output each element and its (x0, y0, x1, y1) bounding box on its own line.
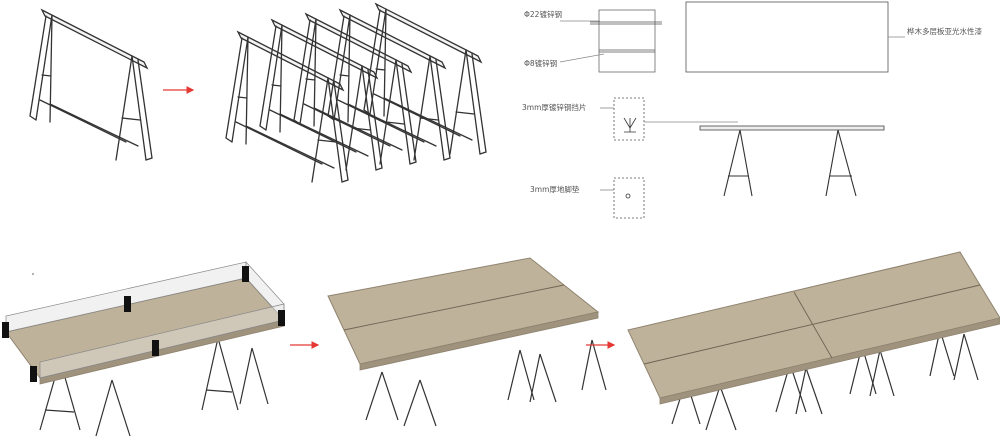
board-with-rails (2, 261, 285, 437)
single-trestle (29, 9, 153, 161)
label-board: 桦木多层板亚光水性漆 (907, 26, 982, 36)
label-bracket: 3mm厚镀锌钢挡片 (522, 102, 586, 112)
trestle-group (225, 3, 487, 183)
table-four-boards (627, 251, 1000, 431)
label-footpad: 3mm厚地脚垫 (530, 184, 580, 194)
table-two-boards (327, 257, 607, 427)
technical-drawing (559, 1, 905, 219)
label-tube22: Φ22镀锌钢 (524, 9, 562, 19)
label-tube8: Φ8镀锌钢 (524, 58, 557, 68)
